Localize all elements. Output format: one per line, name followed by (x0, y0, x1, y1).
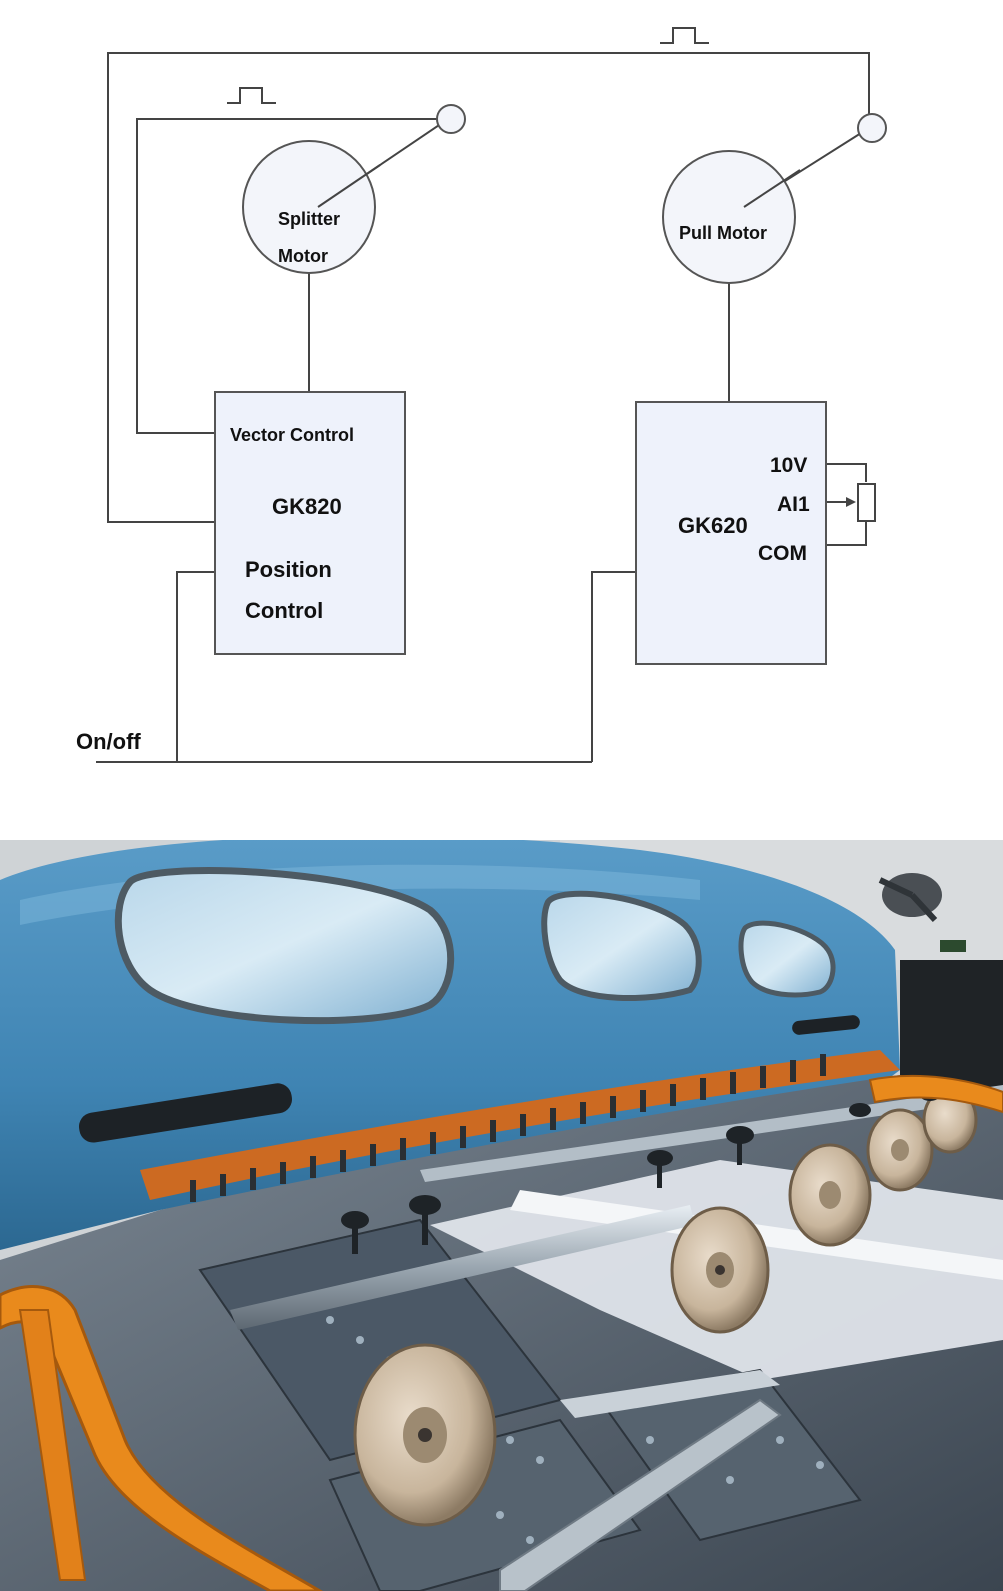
gk820-box (214, 391, 406, 655)
wire-com (820, 522, 867, 546)
drive-wiring-diagram: Splitter Motor Pull Motor Vector Control… (76, 27, 887, 763)
splitter-motor-label-line2: Motor (278, 246, 328, 266)
wire-onoff-gk820 (176, 571, 215, 762)
splitter-motor: Splitter Motor (242, 140, 381, 274)
pulse-icon-pull (660, 27, 709, 44)
viewing-window-left (114, 867, 455, 1025)
orange-safety-guard-right (868, 1074, 1003, 1114)
gk820-model-label: GK820 (272, 494, 342, 519)
cross-shaft (230, 1205, 695, 1330)
wire-onoff-gk620 (591, 571, 636, 762)
pulse-icon-splitter (227, 87, 276, 104)
gk820-control-label: Control (245, 598, 323, 623)
pull-motor: Pull Motor (662, 150, 801, 284)
gk620-box (635, 401, 827, 665)
pressure-wheel (866, 1108, 934, 1192)
guide-rail (560, 1370, 780, 1418)
ai1-arrow-icon (846, 497, 856, 507)
gk620-model-label: GK620 (678, 513, 748, 538)
gk820-vector-control-label: Vector Control (230, 425, 354, 445)
gk620-terminal-com: COM (758, 542, 807, 565)
pressure-wheel (788, 1143, 872, 1247)
gk820-drive: Vector Control GK820 Position Control (214, 391, 406, 655)
wire-10v (820, 463, 867, 482)
wire-gk820-to-splitter-encoder (136, 118, 438, 434)
pull-motor-circle (662, 150, 796, 284)
exit-sign-icon (940, 940, 966, 952)
gk820-position-label: Position (245, 557, 332, 582)
on-off-label: On/off (76, 729, 141, 754)
sheeter-machine-photo (0, 840, 1003, 1591)
cutter-blade-row (190, 1054, 826, 1202)
aluminium-extrusion (499, 1398, 782, 1591)
wall-fan-icon (878, 873, 942, 923)
cover-handle-right (792, 1015, 860, 1035)
pull-encoder-icon (857, 113, 887, 143)
wire-gk820-to-pull-encoder (107, 52, 870, 523)
gk620-drive: 10V AI1 GK620 COM (635, 401, 827, 665)
cover-handle-left (78, 1083, 292, 1143)
pull-motor-label: Pull Motor (679, 223, 767, 243)
splitter-motor-arm (317, 164, 381, 208)
gk620-terminal-ai1: AI1 (777, 493, 810, 516)
splitter-motor-circle (242, 140, 376, 274)
viewing-window-middle (541, 890, 702, 1002)
splitter-motor-label-line1: Splitter (278, 209, 340, 229)
potentiometer-icon (857, 483, 876, 522)
splitter-encoder-icon (436, 104, 466, 134)
orange-safety-guard-post (18, 1309, 87, 1581)
pull-motor-arm (743, 169, 801, 208)
viewing-window-right (738, 920, 836, 998)
pressure-wheel (353, 1343, 497, 1527)
pressure-wheel (670, 1206, 770, 1334)
gk620-terminal-10v: 10V (770, 454, 807, 477)
